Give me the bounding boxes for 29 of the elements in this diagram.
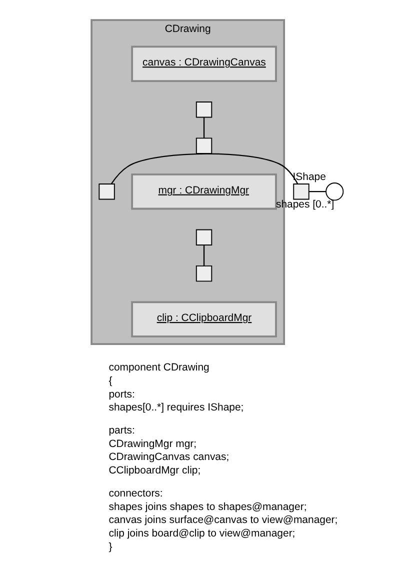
label: CDrawingMgr mgr; — [108, 438, 197, 450]
node-box — [293, 183, 310, 200]
label: clip joins board@clip to view@manager; — [108, 528, 296, 540]
label: connectors: — [108, 488, 163, 500]
connector — [309, 191, 326, 192]
label: } — [108, 542, 112, 553]
label: ports: — [108, 389, 135, 400]
connector — [110, 153, 298, 184]
label: CDrawingCanvas canvas; — [108, 452, 230, 464]
label: CClipboardMgr clip; — [108, 466, 201, 477]
label: parts: — [108, 426, 135, 437]
node-box — [196, 138, 212, 154]
node-arc — [326, 182, 344, 201]
node-box — [98, 183, 115, 200]
label: canvas joins surface@canvas to view@manager; — [108, 515, 338, 526]
node-box — [196, 102, 212, 118]
connector — [203, 245, 205, 266]
label: { — [108, 376, 112, 387]
node-box: clip : CClipboardMgr — [131, 301, 277, 338]
label: component CDrawing — [108, 362, 210, 374]
node-label: IShape — [292, 172, 326, 183]
connector — [203, 118, 205, 138]
node-box — [196, 229, 212, 246]
label: shapes joins shapes to shapes@manager; — [108, 502, 307, 513]
node-box: mgr : CDrawingMgr — [131, 173, 277, 210]
node-label: shapes [0..*] — [276, 200, 334, 211]
label: shapes[0..*] requires IShape; — [108, 402, 244, 414]
node-box — [196, 265, 212, 282]
node-box: canvas : CDrawingCanvas — [131, 46, 277, 82]
